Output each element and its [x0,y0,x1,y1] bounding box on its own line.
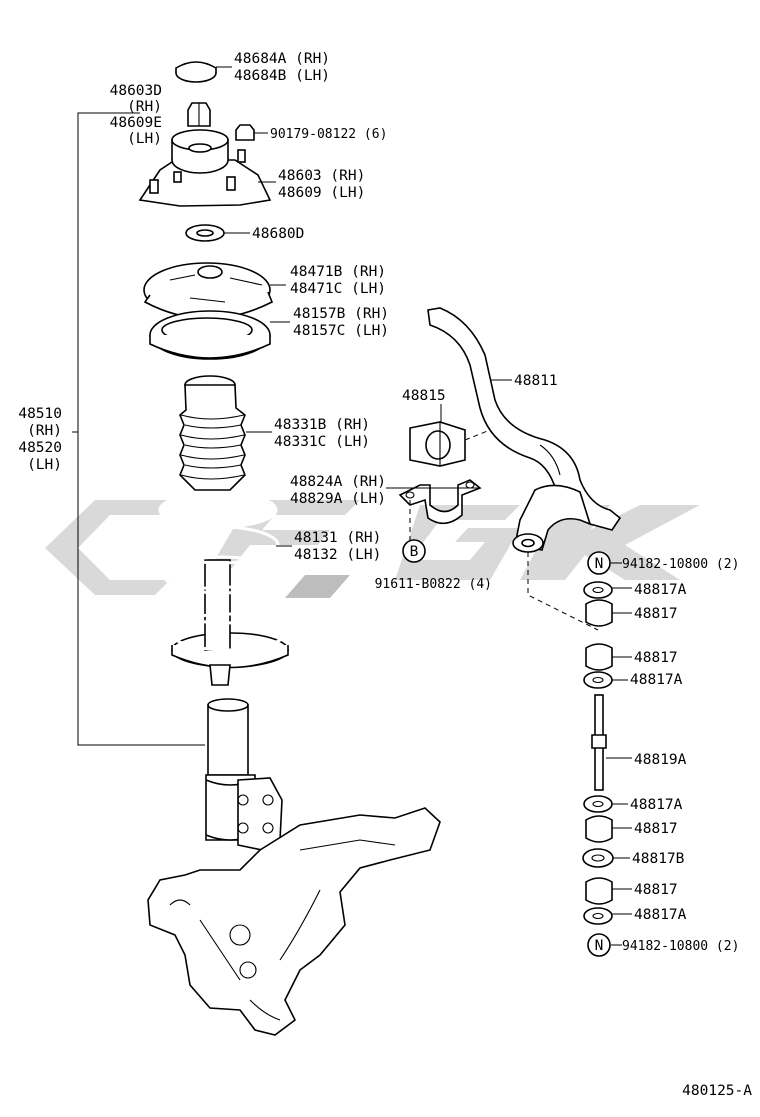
label-line: 94182-10800 (2) [622,557,739,572]
label-line: 48609 (LH) [278,185,365,201]
dust-boot-part [179,375,246,491]
steering-knuckle-part [147,807,441,1036]
label-line: 48471C (LH) [290,281,386,297]
label-90179: 90179-08122 (6) [270,127,387,142]
label-line: (RH) [127,99,162,115]
label-line: 94182-10800 (2) [622,939,739,954]
label-line: 48331B (RH) [274,417,370,433]
label-48817A-3: 48817A [630,797,683,813]
label-line: 48817A [630,672,683,688]
label-line: 48684B (LH) [234,68,330,84]
label-48817B: 48817B [632,851,685,867]
link-hardware-stack [582,581,614,925]
label-line: 48817 [634,882,678,898]
leader-lines [216,66,632,946]
marker-n-top: N [587,551,611,575]
label-48815: 48815 [402,388,446,404]
label-line: 480125-A [682,1083,752,1099]
label-line: 48684A (RH) [234,51,330,67]
label-line: (RH) [27,423,62,439]
label-line: 48609E [110,115,162,131]
label-48817A-1: 48817A [634,582,687,598]
label-48157: 48157B (RH)48157C (LH) [293,306,389,339]
marker-b-bolt: B [402,539,426,563]
label-line: 48819A [634,752,687,768]
label-48817-1: 48817 [634,606,678,622]
svg-text:N: N [595,938,604,954]
label-48331: 48331B (RH)48331C (LH) [274,417,370,450]
label-line: 48817A [634,582,687,598]
label-48131: 48131 (RH)48132 (LH) [294,530,381,563]
label-48680D: 48680D [252,226,304,242]
svg-text:B: B [410,544,419,560]
label-48824: 48824A (RH)48829A (LH) [290,474,386,507]
stabilizer-bushing-part [409,421,466,467]
label-line: (LH) [27,457,62,473]
label-48817-2: 48817 [634,650,678,666]
label-line: 90179-08122 (6) [270,127,387,142]
label-line: 48680D [252,226,304,242]
cap-part [175,61,217,83]
label-line: 48131 (RH) [294,530,381,546]
label-line: 48520 [18,440,62,456]
bearing-part [185,224,225,242]
label-line: 48817 [634,606,678,622]
dashed-relation-lines [409,429,599,631]
label-48603D: 48603D(RH)48609E(LH) [110,83,162,147]
diagram-id: 480125-A [682,1083,752,1099]
label-line: 48817A [634,907,687,923]
label-48817A-2: 48817A [630,672,683,688]
label-48603: 48603 (RH)48609 (LH) [278,168,365,201]
label-line: 48132 (LH) [294,547,381,563]
label-48817-4: 48817 [634,882,678,898]
part-labels: 48684A (RH)48684B (LH) 48603D(RH)48609E(… [18,51,752,1099]
label-line: 48817 [634,650,678,666]
label-48817-3: 48817 [634,821,678,837]
shock-absorber-part [205,698,283,851]
label-line: 48331C (LH) [274,434,370,450]
nut-part [187,102,211,127]
label-line: 48817B [632,851,685,867]
label-48471: 48471B (RH)48471C (LH) [290,264,386,297]
label-line: 48603 (RH) [278,168,365,184]
marker-n-bottom: N [587,933,611,957]
label-line: 48817 [634,821,678,837]
insulator-part [149,310,271,360]
coil-spring-part [158,491,289,686]
label-48819A: 48819A [634,752,687,768]
label-line: 48157C (LH) [293,323,389,339]
label-48811: 48811 [514,373,558,389]
label-line: 48815 [402,388,446,404]
label-line: 48829A (LH) [290,491,386,507]
label-line: 48817A [630,797,683,813]
label-line: 48510 [18,406,62,422]
label-91611: 91611-B0822 (4) [375,577,492,592]
label-line: 48811 [514,373,558,389]
label-line: 48471B (RH) [290,264,386,280]
label-48684: 48684A (RH)48684B (LH) [234,51,330,84]
assembly-bracket-line [77,112,205,746]
label-48817A-4: 48817A [634,907,687,923]
svg-text:N: N [595,556,604,572]
label-94182-bottom: 94182-10800 (2) [622,939,739,954]
label-48510: 48510(RH)48520(LH) [18,406,62,473]
small-nut-part [235,124,255,141]
upper-support-part [138,129,272,207]
upper-seat-part [143,262,274,320]
label-94182-top: 94182-10800 (2) [622,557,739,572]
label-line: 91611-B0822 (4) [375,577,492,592]
label-line: 48157B (RH) [293,306,389,322]
stabilizer-bracket-part [398,479,482,525]
label-line: 48603D [110,83,162,99]
label-line: 48824A (RH) [290,474,386,490]
stabilizer-bar-part [427,307,622,553]
label-line: (LH) [127,131,162,147]
